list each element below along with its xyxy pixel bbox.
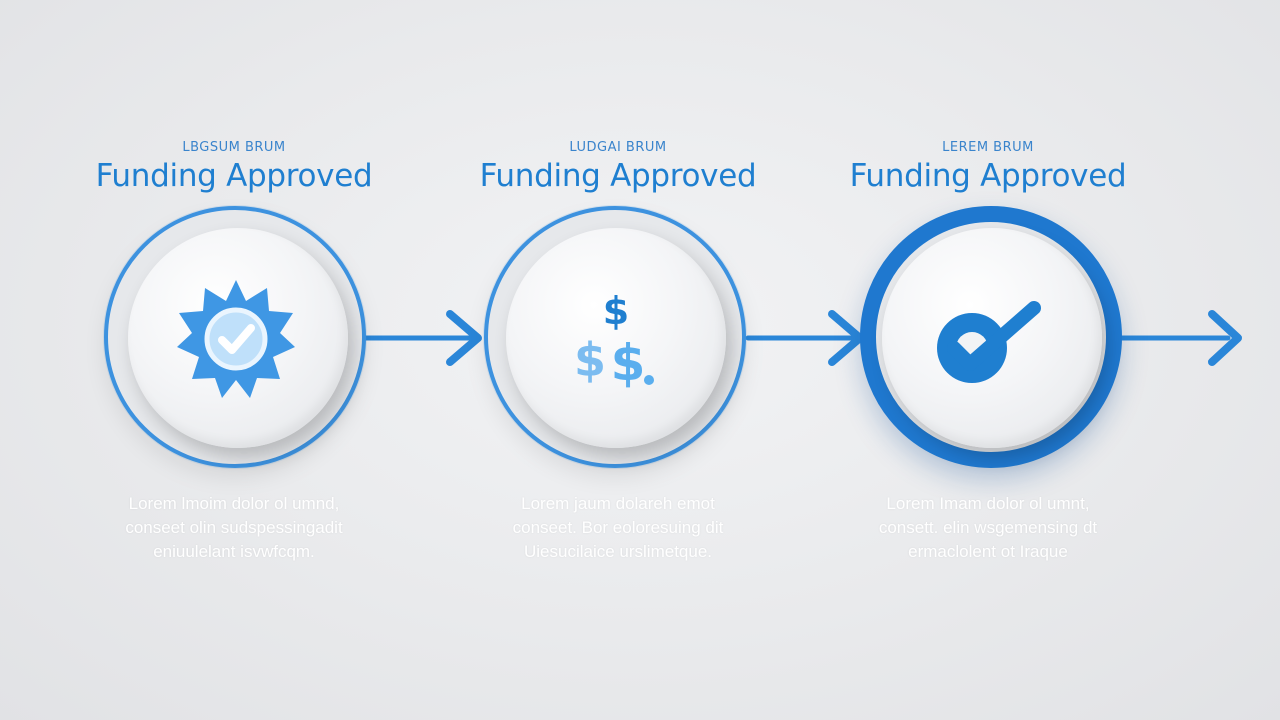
svg-text:$: $: [574, 333, 606, 387]
step-description-line: eniuulelant isvwfcqm.: [153, 542, 315, 561]
step-description-line: conseet. Bor eoloresuing dit: [512, 518, 724, 537]
step-description-line: Lorem lmoim dolor ol umnd,: [128, 494, 340, 513]
step-title: Funding Approved: [95, 158, 373, 194]
connector-arrow-3: [1117, 310, 1242, 366]
step-description: Lorem Imam dolor ol umnt, consett. elin …: [808, 492, 1168, 564]
svg-text:$: $: [603, 289, 629, 333]
step-3: LEREM BRUM Funding Approved Lorem Imam d…: [808, 0, 1168, 720]
dollar-signs-icon: $ $ $: [574, 289, 654, 390]
step-description-line: Lorem jaum dolareh emot: [521, 494, 715, 513]
step-description: Lorem lmoim dolor ol umnd, conseet olin …: [54, 492, 414, 564]
step-title: Funding Approved: [479, 158, 757, 194]
step-eyebrow: LBGSUM BRUM: [182, 140, 286, 155]
step-description-line: conseet olin sudspessingadit: [125, 518, 343, 537]
svg-text:$: $: [611, 334, 646, 390]
step-1: LBGSUM BRUM Funding Approved Lorem lmoim…: [54, 0, 414, 720]
step-2: LUDGAI BRUM Funding Approved $ $ $ Lorem…: [438, 0, 798, 720]
step-eyebrow: LUDGAI BRUM: [569, 140, 667, 155]
step-description-line: Uiesucilaice urslimetque.: [523, 542, 713, 561]
badge-check-icon: [177, 280, 295, 398]
step-eyebrow: LEREM BRUM: [942, 140, 1034, 155]
step-disc: [506, 228, 726, 448]
checkmark-icon: [937, 301, 1041, 383]
step-title: Funding Approved: [849, 158, 1127, 194]
connector-arrow-1: [363, 310, 482, 366]
step-description-line: Lorem Imam dolor ol umnt,: [886, 494, 1090, 513]
step-description-line: consett. elin wsgemensing dt: [878, 518, 1098, 537]
step-description: Lorem jaum dolareh emot conseet. Bor eol…: [438, 492, 798, 564]
step-description-line: ermaclolent ot Iraque: [908, 542, 1068, 561]
